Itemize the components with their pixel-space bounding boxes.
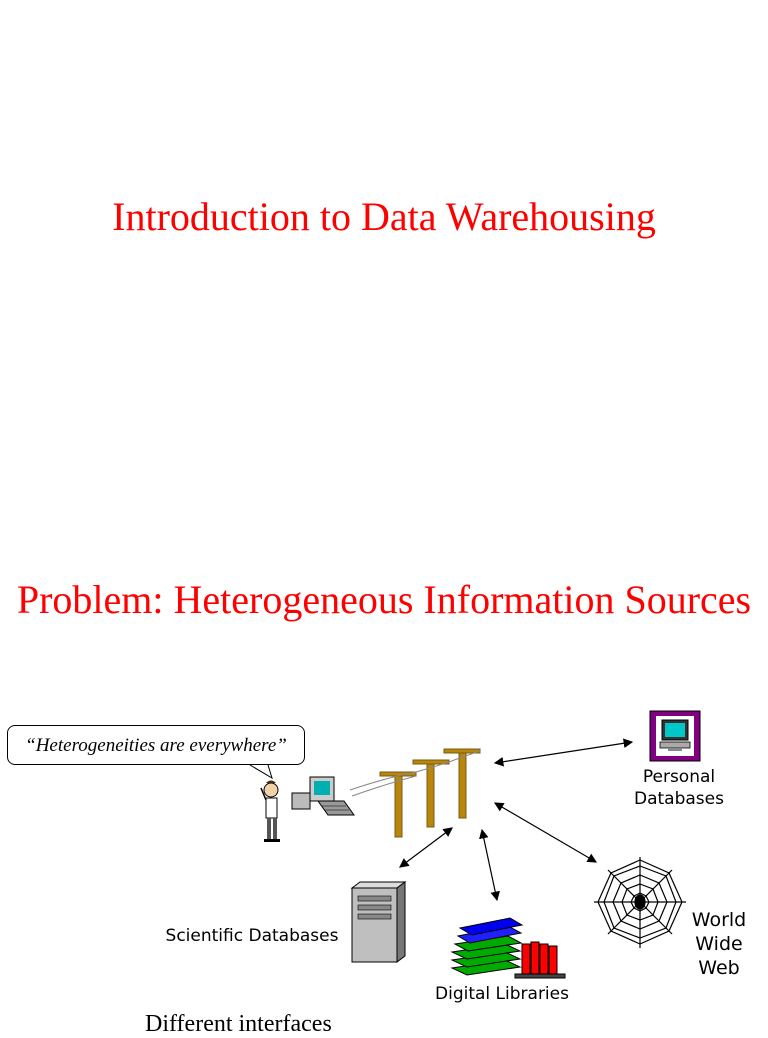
spider-web-icon <box>594 857 686 948</box>
slide-title: Introduction to Data Warehousing <box>112 194 656 239</box>
cutoff-bullet-text: Different interfaces <box>145 1011 332 1037</box>
speech-bubble-text: “Heterogeneities are everywhere” <box>25 735 287 756</box>
scientific-databases-label: Scientific Databases <box>165 926 339 946</box>
speech-bubble-tail <box>249 764 273 780</box>
server-tower-icon <box>350 881 407 963</box>
person-icon <box>260 780 280 842</box>
arrow-to-digital <box>479 828 500 902</box>
books-icon <box>450 917 566 979</box>
personal-databases-label: Personal Databases <box>634 767 724 809</box>
slide-heading: Problem: Heterogeneous Information Sourc… <box>16 577 752 622</box>
monitor-icon <box>649 710 701 762</box>
computer-icon <box>291 776 355 816</box>
utility-poles-icon <box>349 748 481 838</box>
arrow-to-personal <box>493 738 634 767</box>
connection-arrows <box>399 738 634 902</box>
arrow-to-scientific <box>399 827 453 868</box>
world-wide-web-label: World Wide Web <box>691 909 747 979</box>
speech-bubble: “Heterogeneities are everywhere” <box>7 725 305 765</box>
arrow-to-web <box>493 802 598 863</box>
digital-libraries-label: Digital Libraries <box>435 984 569 1004</box>
